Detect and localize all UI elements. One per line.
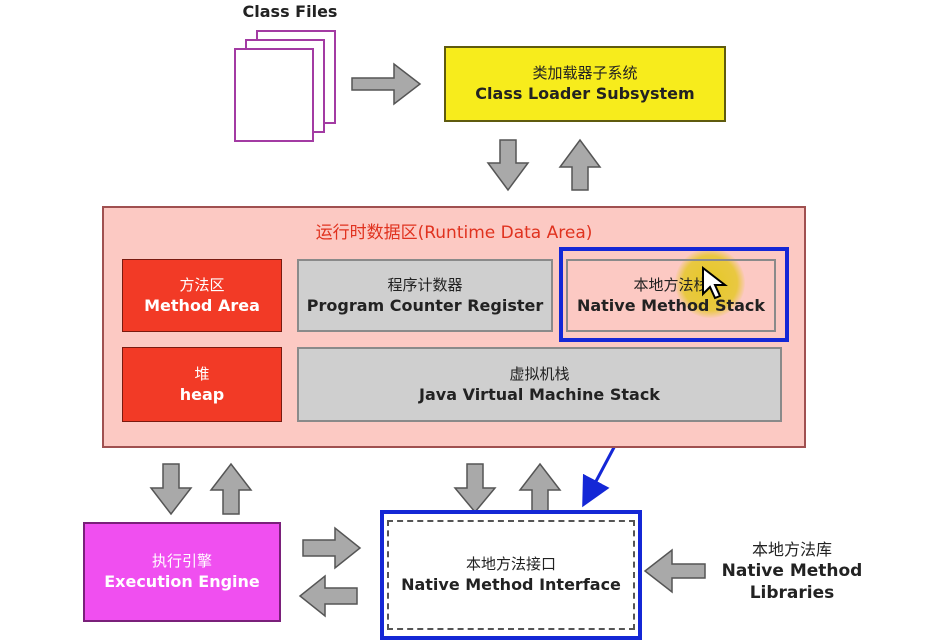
native-libraries-en-line2: Libraries (749, 583, 835, 603)
pc-register-en: Program Counter Register (306, 295, 544, 315)
class-loader-en: Class Loader Subsystem (475, 84, 695, 103)
arrow-runtime-to-exec (149, 463, 193, 516)
arrow-loader-down (486, 139, 530, 192)
native-method-stack: 本地方法栈 Native Method Stack (566, 259, 776, 332)
method-area-cn: 方法区 (179, 275, 225, 294)
jvm-stack: 虚拟机栈 Java Virtual Machine Stack (297, 347, 782, 422)
arrow-runtime-to-nmi (453, 463, 497, 514)
runtime-data-area-title: 运行时数据区(Runtime Data Area) (315, 223, 593, 243)
execution-engine-en: Execution Engine (104, 572, 260, 591)
native-libraries-cn: 本地方法库 (751, 540, 832, 559)
execution-engine: 执行引擎 Execution Engine (83, 522, 281, 622)
arrow-exec-to-nmi (302, 526, 362, 570)
arrow-files-to-loader (351, 62, 422, 106)
pc-register-cn: 程序计数器 (387, 275, 463, 294)
program-counter-register: 程序计数器 Program Counter Register (297, 259, 553, 332)
class-loader-subsystem: 类加载器子系统 Class Loader Subsystem (444, 46, 726, 122)
mouse-pointer-icon (702, 266, 728, 300)
native-interface-highlight-frame (380, 510, 642, 640)
class-files-label: Class Files (242, 2, 338, 21)
arrow-runtime-up (558, 138, 602, 191)
method-area-en: Method Area (144, 295, 260, 315)
arrow-libs-to-nmi (643, 548, 706, 594)
native-method-libraries: 本地方法库 Native Method Libraries (712, 540, 872, 604)
native-stack-cn: 本地方法栈 (633, 275, 709, 294)
native-method-interface: 本地方法接口 Native Method Interface (387, 520, 635, 630)
method-area: 方法区 Method Area (122, 259, 282, 332)
native-libraries-en-line1: Native Method (721, 561, 863, 581)
heap-en: heap (179, 384, 225, 404)
execution-engine-cn: 执行引擎 (151, 552, 212, 570)
native-stack-highlight-frame (559, 247, 789, 342)
class-files-icon (234, 30, 336, 142)
native-interface-cn: 本地方法接口 (465, 555, 556, 573)
class-loader-cn: 类加载器子系统 (532, 64, 638, 82)
arrow-exec-to-runtime (209, 462, 253, 515)
jvm-stack-en: Java Virtual Machine Stack (419, 384, 660, 404)
native-interface-en: Native Method Interface (401, 575, 621, 594)
heap-cn: 堆 (194, 364, 210, 383)
jvm-stack-cn: 虚拟机栈 (509, 364, 570, 383)
arrow-nmi-to-runtime (518, 462, 562, 513)
heap: 堆 heap (122, 347, 282, 422)
native-stack-en: Native Method Stack (576, 295, 766, 315)
arrow-nmi-to-exec (298, 574, 358, 618)
